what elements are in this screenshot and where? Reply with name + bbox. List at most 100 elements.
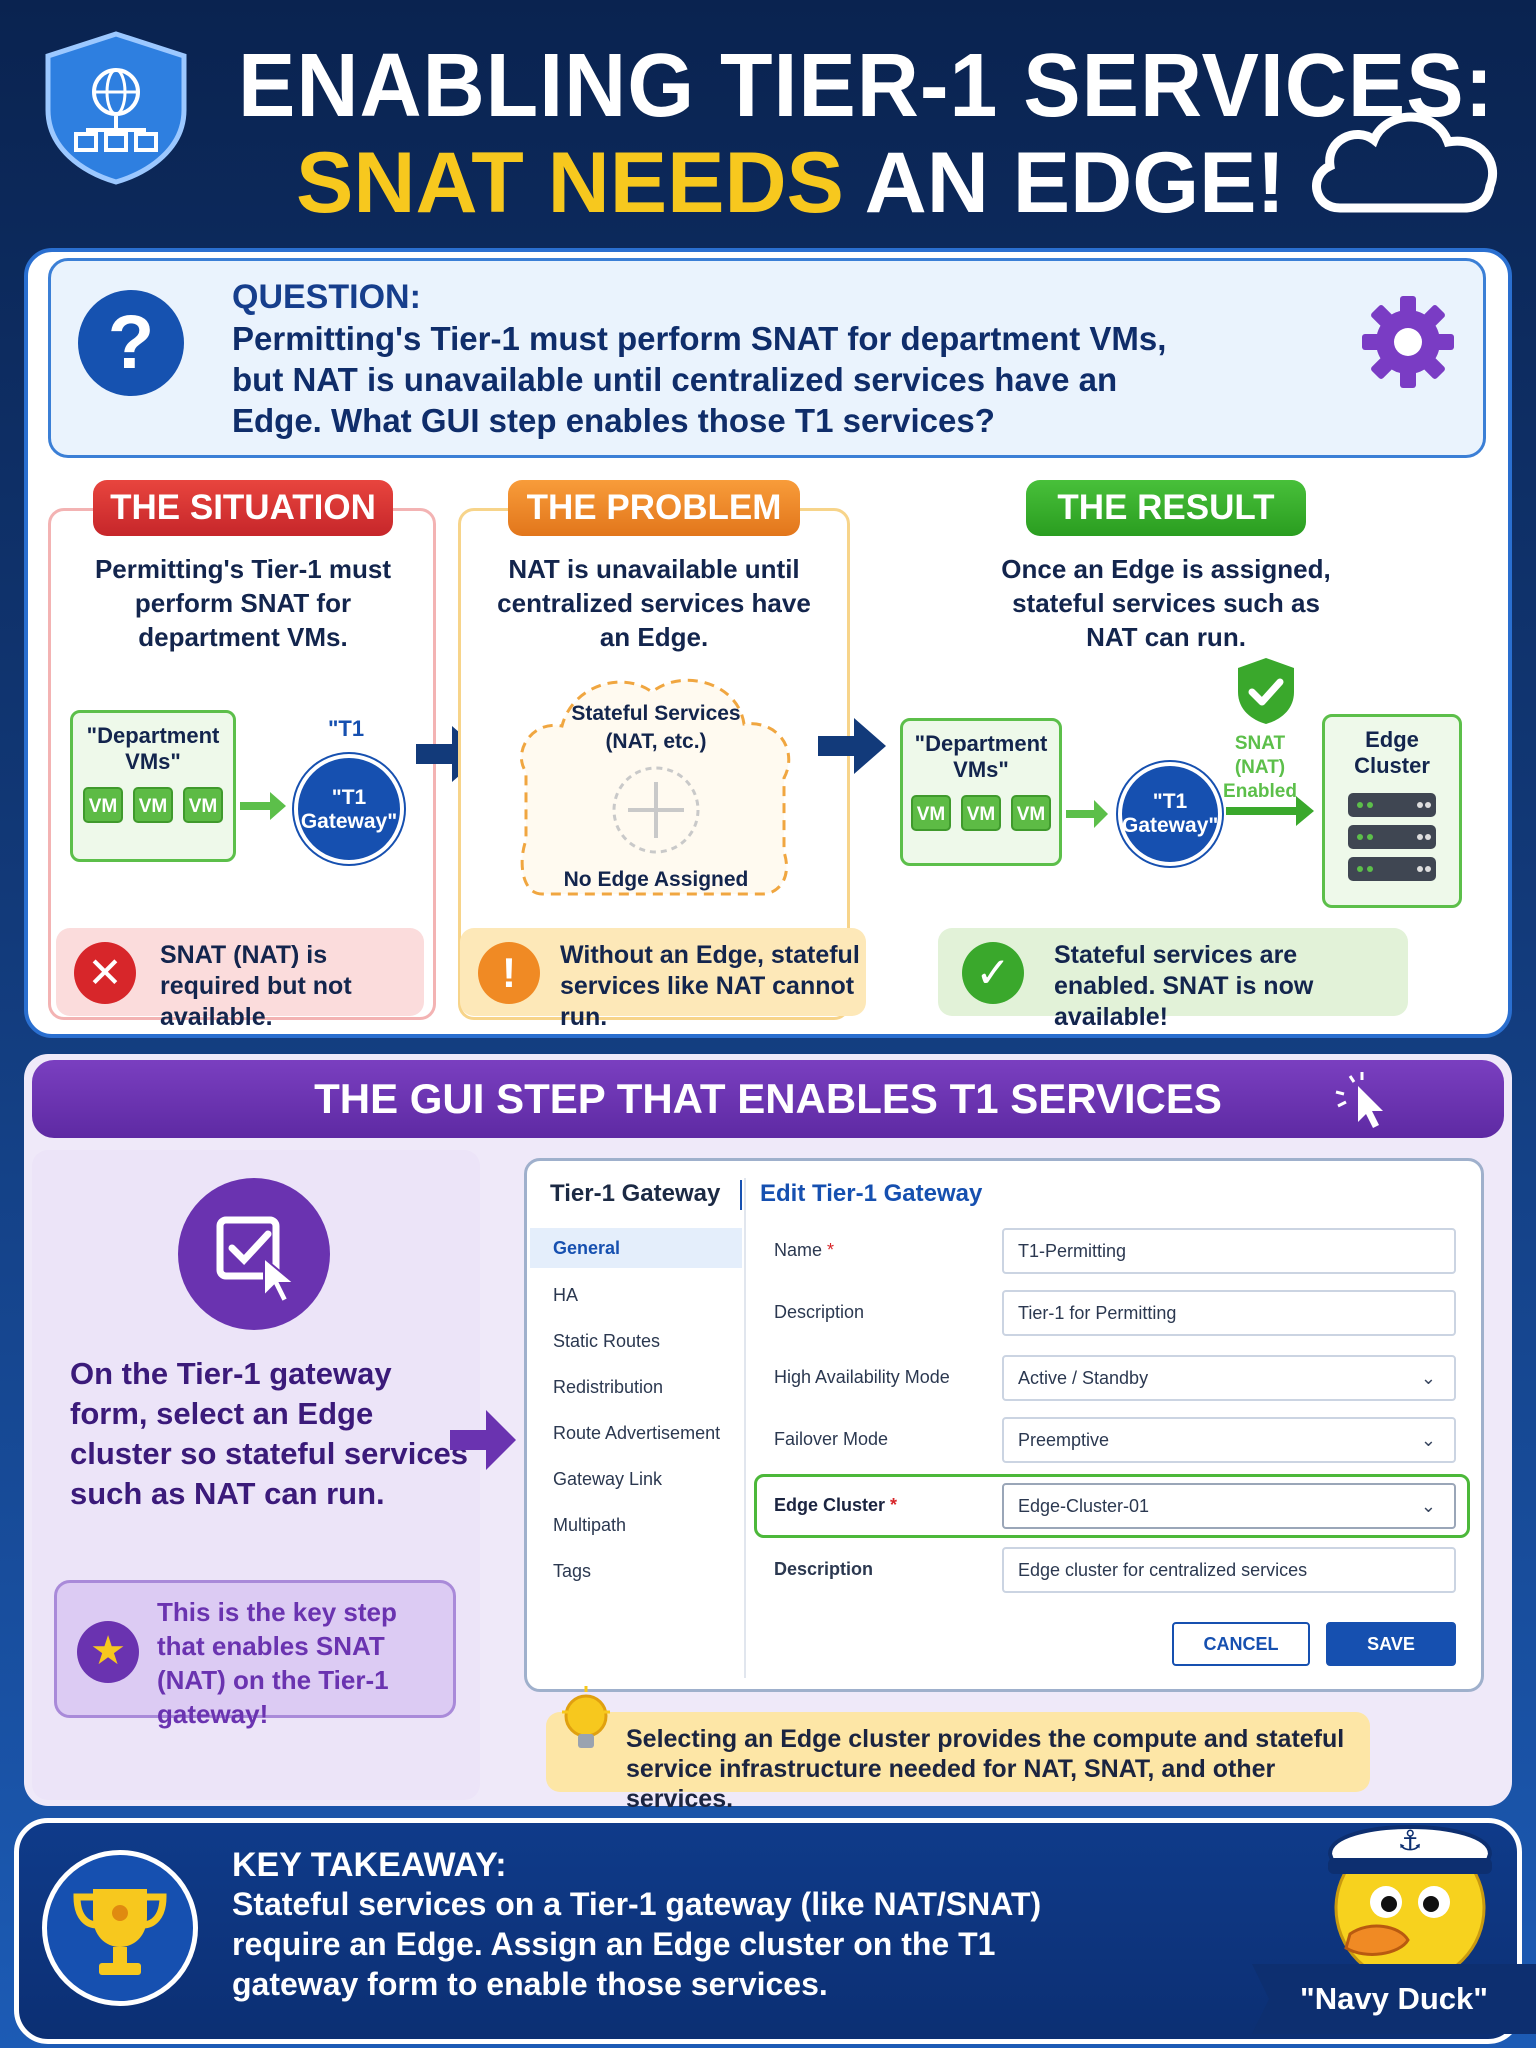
- nav-item-ha[interactable]: HA: [553, 1285, 579, 1305]
- nav-item-tags[interactable]: Tags: [553, 1561, 592, 1581]
- department-vms-box-result: "Department VMs" VM VM VM: [900, 718, 1062, 866]
- situation-status: ✕ SNAT (NAT) is required but not availab…: [56, 928, 424, 1031]
- snat-enabled-label: SNAT (NAT) Enabled: [1223, 733, 1297, 802]
- vm-chip: VM: [961, 795, 1001, 831]
- cloud-title: Stateful Services (NAT, etc.): [571, 702, 741, 753]
- arrow-right-icon: [450, 1410, 516, 1470]
- t1-gateway-node-result: "T1 Gateway": [1118, 762, 1222, 866]
- tip-callout: Selecting an Edge cluster provides the c…: [546, 1686, 1370, 1813]
- name-input[interactable]: T1-Permitting: [1002, 1228, 1456, 1274]
- department-vms-label: "Department VMs": [86, 723, 220, 774]
- department-vms-box: "Department VMs" VM VM VM: [70, 710, 236, 862]
- star-icon: ★: [77, 1621, 139, 1683]
- title-line-2: SNAT NEEDS AN EDGE!: [296, 134, 1285, 233]
- edge-description-input[interactable]: Edge cluster for centralized services: [1002, 1547, 1456, 1593]
- failover-mode-select[interactable]: Preemptive ⌄: [1002, 1417, 1456, 1463]
- question-mark-icon: ?: [78, 290, 184, 396]
- cloud-icon: [1312, 112, 1498, 213]
- edge-description-label: Description: [774, 1559, 874, 1579]
- question-text: Permitting's Tier-1 must perform SNAT fo…: [232, 320, 1167, 439]
- edge-cluster-box: Edge Cluster: [1322, 714, 1462, 908]
- situation-heading: THE SITUATION: [93, 480, 393, 536]
- save-button[interactable]: SAVE: [1326, 1622, 1456, 1666]
- nav-item-redistribution[interactable]: Redistribution: [553, 1377, 664, 1397]
- warning-icon: !: [478, 942, 540, 1004]
- t1-gateway-node: "T1 Gateway": [294, 754, 404, 864]
- shield-network-icon: [45, 31, 187, 185]
- result-heading: THE RESULT: [1026, 480, 1306, 536]
- dashed-cloud-shape: [519, 678, 791, 896]
- problem-heading: THE PROBLEM: [508, 480, 800, 536]
- takeaway-label: KEY TAKEAWAY:: [232, 1846, 507, 1884]
- shield-check-icon: [1238, 658, 1294, 724]
- lightbulb-icon: [562, 1686, 610, 1748]
- edge-cluster-select[interactable]: Edge-Cluster-01 ⌄: [1002, 1483, 1456, 1529]
- key-step-callout: ★ This is the key step that enables SNAT…: [54, 1580, 456, 1729]
- vm-chip: VM: [183, 787, 223, 823]
- check-circle-icon: ✓: [962, 942, 1024, 1004]
- required-marker: *: [890, 1495, 898, 1515]
- problem-status: ! Without an Edge, stateful services lik…: [460, 928, 866, 1031]
- department-vms-label: "Department VMs": [914, 731, 1048, 782]
- edge-cluster-label: Edge Cluster *: [774, 1495, 897, 1516]
- gear-icon: [1362, 296, 1454, 388]
- question-box: [48, 258, 1486, 458]
- nav-selected-bg: [530, 1228, 742, 1268]
- edge-cluster-label-text: Edge Cluster: [774, 1495, 886, 1515]
- no-edge-label: No Edge Assigned: [563, 868, 749, 891]
- title-highlight: SNAT NEEDS: [296, 135, 844, 231]
- arrow-right-icon: [818, 718, 886, 774]
- name-label: Name *: [774, 1240, 834, 1261]
- chevron-down-icon: ⌄: [1420, 1430, 1436, 1450]
- trophy-icon: [42, 1850, 198, 2006]
- checkbox-cursor-icon: [178, 1178, 330, 1330]
- description-label: Description: [774, 1302, 865, 1322]
- cursor-click-icon: [1335, 1072, 1383, 1128]
- vm-chip: VM: [83, 787, 123, 823]
- server-rack-icon: [1348, 793, 1436, 881]
- vm-chip: VM: [911, 795, 951, 831]
- tip-text: Selecting an Edge cluster provides the c…: [626, 1725, 1345, 1813]
- result-status: ✓ Stateful services are enabled. SNAT is…: [938, 928, 1408, 1031]
- svg-text:⚓: ⚓: [1397, 1824, 1422, 1857]
- chevron-down-icon: ⌄: [1420, 1368, 1436, 1388]
- ha-mode-label: High Availability Mode: [774, 1367, 950, 1387]
- title-line-1: ENABLING TIER-1 SERVICES:: [238, 35, 1495, 136]
- gui-instruction-text: On the Tier-1 gateway form, select an Ed…: [70, 1356, 469, 1511]
- arrow-right-icon: [1066, 800, 1108, 828]
- key-step-text: This is the key step that enables SNAT (…: [157, 1597, 397, 1729]
- failover-mode-label: Failover Mode: [774, 1429, 889, 1449]
- nav-item-gateway-link[interactable]: Gateway Link: [553, 1469, 663, 1489]
- edge-cluster-label: Edge Cluster: [1354, 727, 1430, 778]
- title-rest: AN EDGE!: [864, 135, 1286, 231]
- arrow-right-icon: [1226, 796, 1314, 826]
- vm-chip: VM: [133, 787, 173, 823]
- gateway-top-label: "T1: [328, 716, 365, 741]
- arrow-right-icon: [240, 792, 286, 820]
- cancel-button[interactable]: CANCEL: [1172, 1622, 1310, 1666]
- vm-chip: VM: [1011, 795, 1051, 831]
- required-marker: *: [827, 1240, 835, 1260]
- ha-mode-select[interactable]: Active / Standby ⌄: [1002, 1355, 1456, 1401]
- form-left-title: Tier-1 Gateway: [550, 1180, 721, 1207]
- description-input[interactable]: Tier-1 for Permitting: [1002, 1290, 1456, 1336]
- mascot-label: "Navy Duck": [1252, 1964, 1536, 2034]
- nav-item-general[interactable]: General: [553, 1238, 621, 1258]
- edge-cluster-highlight: [754, 1474, 1470, 1538]
- nav-item-multipath[interactable]: Multipath: [553, 1515, 627, 1535]
- situation-status-text: SNAT (NAT) is required but not available…: [160, 941, 352, 1031]
- error-x-icon: ✕: [74, 942, 136, 1004]
- result-status-text: Stateful services are enabled. SNAT is n…: [1054, 941, 1314, 1031]
- gui-section-title: THE GUI STEP THAT ENABLES T1 SERVICES: [32, 1060, 1504, 1138]
- failover-mode-value: Preemptive: [1018, 1430, 1110, 1450]
- edge-cluster-value: Edge-Cluster-01: [1018, 1496, 1150, 1516]
- form-right-title: Edit Tier-1 Gateway: [760, 1180, 983, 1207]
- nav-item-route-advertisement[interactable]: Route Advertisement: [553, 1423, 721, 1443]
- ha-mode-value: Active / Standby: [1018, 1368, 1149, 1388]
- problem-status-text: Without an Edge, stateful services like …: [560, 941, 860, 1031]
- chevron-down-icon: ⌄: [1420, 1496, 1436, 1516]
- name-label-text: Name: [774, 1240, 823, 1260]
- nav-item-static-routes[interactable]: Static Routes: [553, 1331, 661, 1351]
- title-separator: [740, 1180, 742, 1210]
- situation-text: Permitting's Tier-1 must perform SNAT fo…: [94, 554, 392, 652]
